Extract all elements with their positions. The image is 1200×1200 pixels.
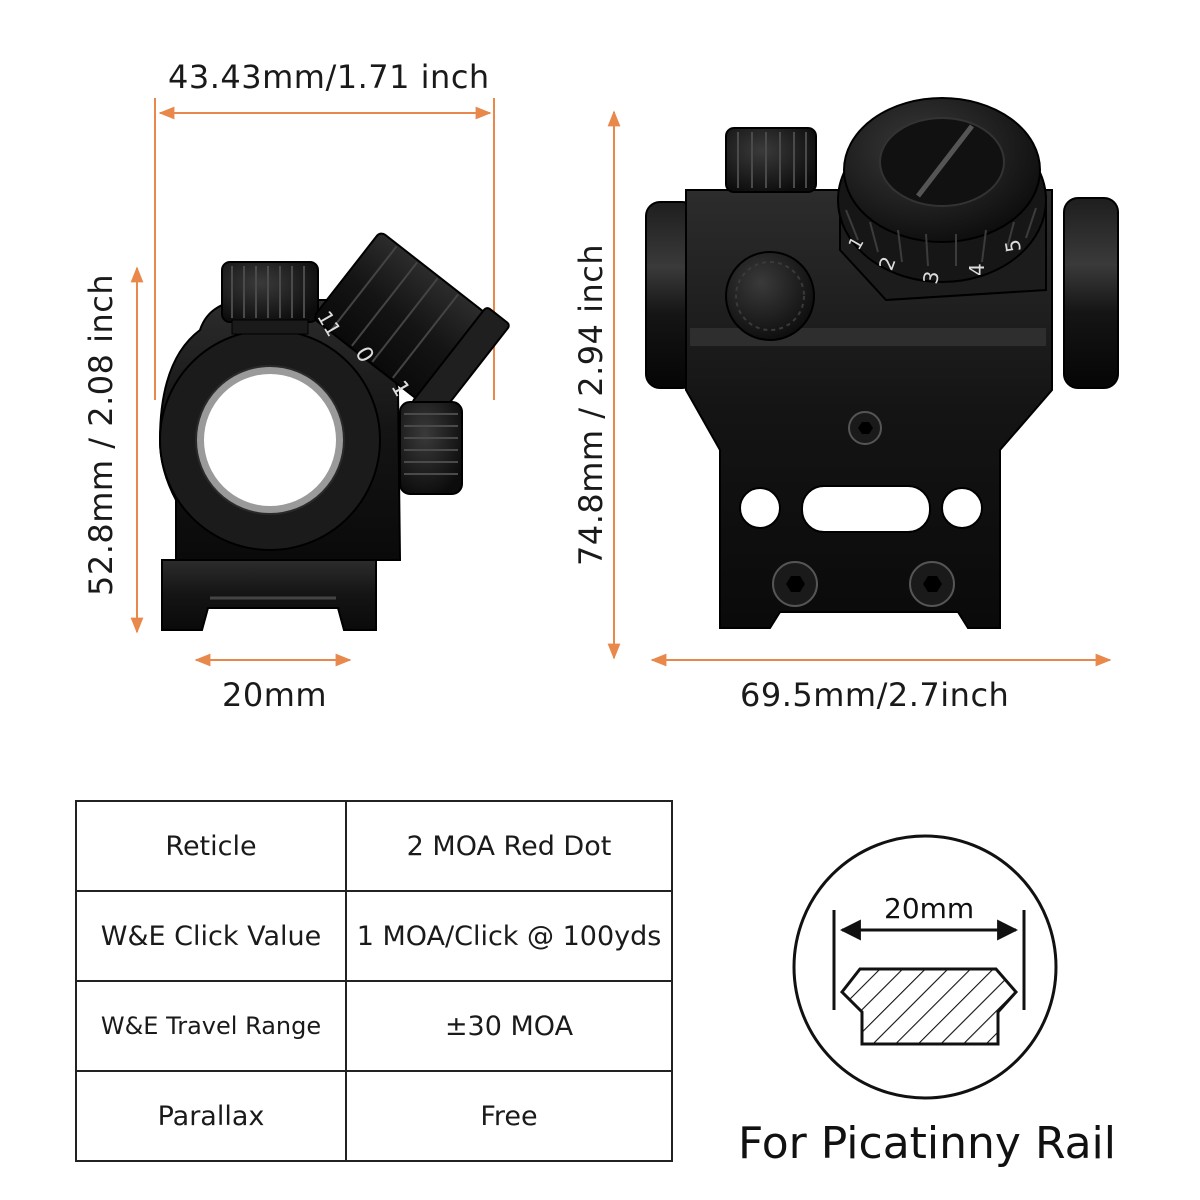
spec-value: 2 MOA Red Dot [345,800,673,892]
front-width-label: 69.5mm/2.7inch [740,676,1010,714]
spec-label: Reticle [75,800,347,892]
table-row: Reticle 2 MOA Red Dot [75,800,673,892]
table-row: W&E Travel Range ±30 MOA [75,980,673,1072]
spec-value: Free [345,1070,673,1162]
spec-label: W&E Travel Range [75,980,347,1072]
dimension-lines [130,98,1112,667]
spec-table: Reticle 2 MOA Red Dot W&E Click Value 1 … [75,800,673,1162]
spec-label: W&E Click Value [75,890,347,982]
side-width-label: 43.43mm/1.71 inch [168,58,490,96]
rail-profile-diagram [792,834,1058,1100]
sight-drawing: 11 0 1 [130,97,1119,667]
mount-width-label: 20mm [222,676,328,714]
spec-label: Parallax [75,1070,347,1162]
spec-value: ±30 MOA [345,980,673,1072]
front-dial-mark-5: 5 [1000,237,1026,254]
rail-title: For Picatinny Rail [738,1118,1116,1169]
spec-value: 1 MOA/Click @ 100yds [345,890,673,982]
front-view: 1 2 3 4 5 [645,97,1119,629]
front-dial-mark-4: 4 [965,263,989,276]
side-height-label: 52.8mm / 2.08 inch [82,273,120,596]
rail-width-label: 20mm [884,892,975,925]
front-dial-mark-3: 3 [918,269,944,286]
table-row: Parallax Free [75,1070,673,1162]
table-row: W&E Click Value 1 MOA/Click @ 100yds [75,890,673,982]
front-height-label: 74.8mm / 2.94 inch [572,243,610,566]
side-view: 11 0 1 [158,232,510,631]
